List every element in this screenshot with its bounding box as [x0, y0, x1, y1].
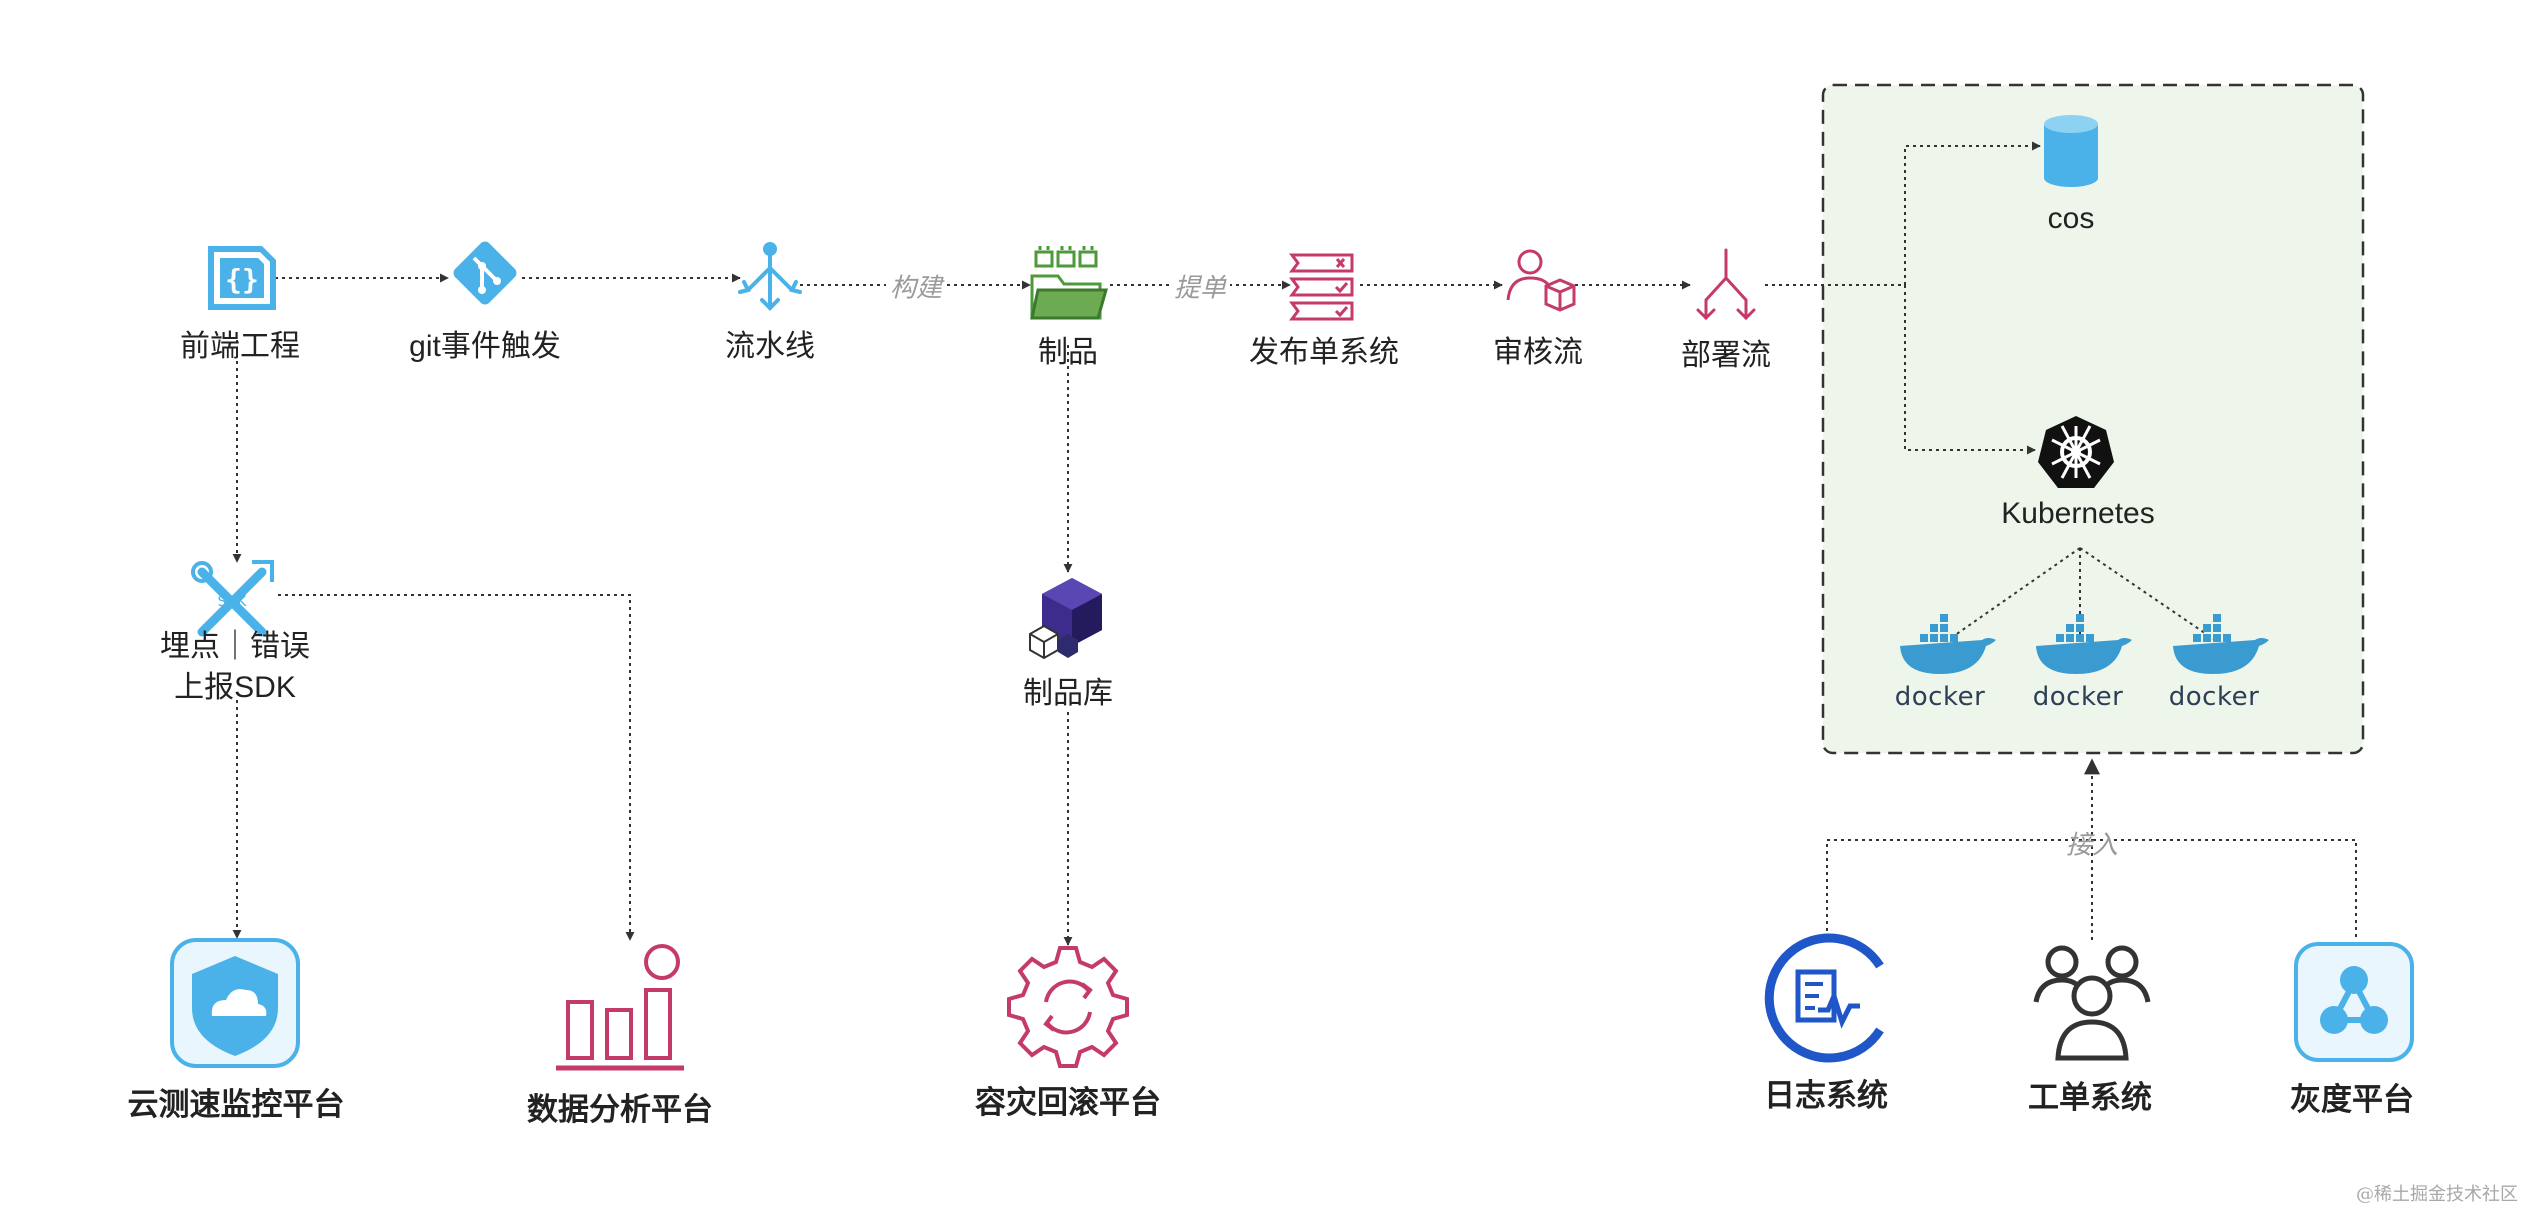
pipeline-icon	[738, 242, 802, 311]
node-label-gray: 灰度平台	[2290, 1082, 2414, 1117]
node-label-release: 发布单系统	[1249, 336, 1399, 369]
docker-label-1: docker	[1894, 682, 1986, 712]
docker-icon-2	[2036, 614, 2132, 674]
edge-k8s-docker-1	[1947, 547, 2081, 641]
node-label-repo: 制品库	[1023, 677, 1113, 710]
env-label-cos: cos	[2047, 202, 2095, 235]
edge-label-build: 构建	[885, 267, 947, 305]
node-label-deploy: 部署流	[1681, 339, 1771, 372]
bar-chart-icon	[556, 944, 684, 1071]
kubernetes-icon	[2038, 416, 2114, 488]
deploy-split-icon	[1696, 248, 1756, 321]
share-nodes-icon	[2294, 942, 2414, 1062]
node-label-git: git事件触发	[409, 330, 561, 363]
watermark: @稀土掘金技术社区	[2356, 1184, 2518, 1205]
release-list-icon	[1289, 253, 1354, 321]
node-label-artifact: 制品	[1038, 336, 1098, 369]
cube-icon	[1029, 578, 1102, 660]
gear-sync-icon	[1007, 946, 1129, 1068]
node-label-frontend: 前端工程	[180, 330, 300, 363]
node-label-review: 审核流	[1493, 336, 1583, 369]
node-label-logs: 日志系统	[1764, 1078, 1888, 1113]
node-label-sdk-line1: 埋点｜错误	[160, 630, 310, 663]
artifact-folder-icon	[1030, 246, 1108, 320]
cloud-shield-icon	[170, 938, 300, 1068]
edge-label-submit: 提单	[1169, 267, 1231, 305]
docker-label-3: docker	[2168, 682, 2260, 712]
people-icon	[2033, 945, 2151, 1061]
node-label-sdk-line2: 上报SDK	[174, 671, 296, 704]
node-label-pipeline: 流水线	[725, 330, 815, 363]
node-label-analytics: 数据分析平台	[527, 1092, 713, 1127]
docker-label-2: docker	[2032, 682, 2124, 712]
node-label-monitor: 云测速监控平台	[127, 1087, 345, 1122]
docker-icon-3	[2173, 614, 2269, 674]
edge-logs-connect	[1826, 839, 2357, 938]
database-icon	[2044, 115, 2098, 187]
env-label-k8s: Kubernetes	[2001, 497, 2155, 530]
git-icon	[453, 241, 517, 305]
node-label-disaster: 容灾回滚平台	[975, 1085, 1161, 1120]
sdk-tools-icon: SDK	[191, 560, 274, 637]
node-label-tickets: 工单系统	[2028, 1080, 2152, 1115]
log-icon	[1764, 933, 1884, 1063]
docker-icon-1	[1900, 614, 1996, 674]
edge-sdk-analytics	[278, 594, 635, 941]
edge-label-connect: 接入	[2065, 829, 2119, 860]
svg-text:SDK: SDK	[218, 594, 248, 610]
deployment-environment-box	[1821, 83, 2365, 755]
review-user-icon	[1506, 249, 1576, 312]
code-file-icon: {}	[208, 246, 276, 310]
svg-text:{}: {}	[225, 263, 259, 296]
